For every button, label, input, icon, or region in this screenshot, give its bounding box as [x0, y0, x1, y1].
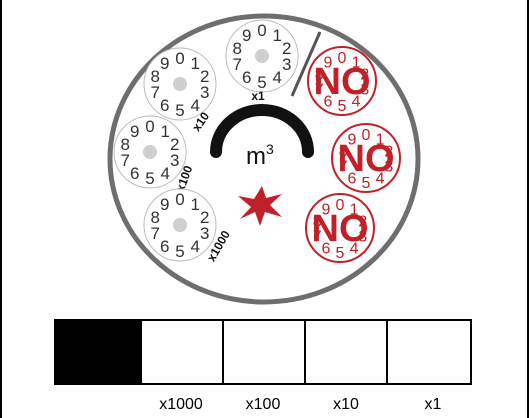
- label-x10: x10: [306, 395, 386, 415]
- dial-hub: [173, 218, 187, 232]
- dial-digit: 3: [282, 55, 291, 74]
- dial-digit: 1: [191, 195, 200, 214]
- dial-digit: 0: [175, 49, 184, 68]
- dial-digit: 5: [175, 101, 184, 120]
- dial-digit: 9: [242, 26, 251, 45]
- dial-hub: [255, 49, 269, 63]
- dial-digit: 4: [273, 68, 282, 87]
- dial-digit: 6: [160, 237, 169, 256]
- dial-digit: 9: [130, 122, 139, 141]
- answer-box-x100[interactable]: [222, 319, 306, 385]
- answer-box-x10[interactable]: [304, 319, 388, 385]
- dial-digit: 9: [160, 195, 169, 214]
- answer-box-filled: [54, 319, 142, 385]
- dial-hub: [143, 145, 157, 159]
- dial-digit: 6: [160, 96, 169, 115]
- dial-digit: 3: [200, 224, 209, 243]
- label-x100: x100: [223, 395, 303, 415]
- dial-digit: 0: [145, 117, 154, 136]
- dial-digit: 8: [121, 135, 130, 154]
- dial-digit: 6: [130, 164, 139, 183]
- dial-digit: 5: [145, 169, 154, 188]
- dial-digit: 8: [233, 39, 242, 58]
- dial-digit: 4: [191, 237, 200, 256]
- label-x1: x1: [393, 395, 473, 415]
- dial-multiplier-label: x1: [251, 89, 265, 103]
- answer-box-x1[interactable]: [386, 319, 472, 385]
- dial-digit: 3: [200, 83, 209, 102]
- dial-digit: 0: [257, 21, 266, 40]
- dial-digit: 8: [151, 208, 160, 227]
- dial-digit: 4: [161, 164, 170, 183]
- answer-box-x1000[interactable]: [140, 319, 224, 385]
- label-x1000: x1000: [141, 395, 221, 415]
- dial-digit: 6: [242, 68, 251, 87]
- dial-digit: 0: [175, 190, 184, 209]
- answer-boxes: [54, 319, 474, 385]
- no-stamp: NO: [314, 61, 371, 103]
- no-stamp: NO: [338, 138, 395, 180]
- dial-digit: 1: [191, 54, 200, 73]
- dial-digit: 1: [273, 26, 282, 45]
- dial-digit: 1: [161, 122, 170, 141]
- dial-digit: 9: [160, 54, 169, 73]
- dial-hub: [173, 77, 187, 91]
- dial-digit: 3: [170, 151, 179, 170]
- no-stamp: NO: [312, 208, 369, 250]
- dial-digit: 5: [175, 242, 184, 261]
- dial-digit: 8: [151, 67, 160, 86]
